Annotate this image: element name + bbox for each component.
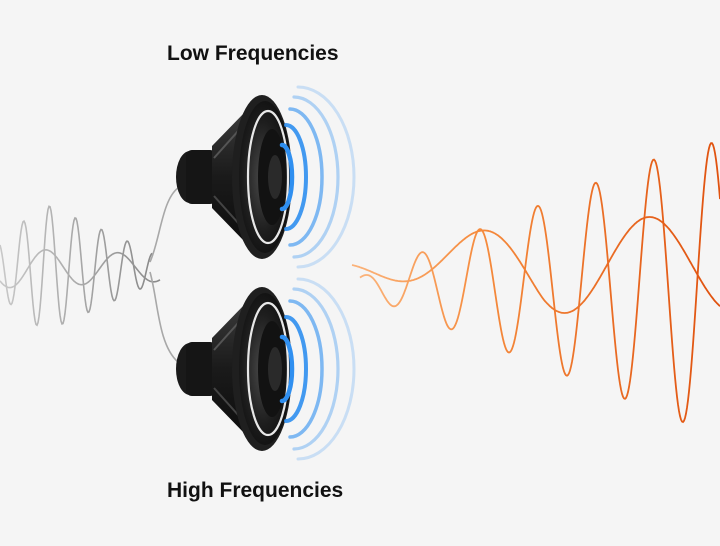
output-low-frequency-wave — [351, 216, 720, 314]
output-high-frequency-wave — [359, 142, 720, 424]
input-low-frequency-wave — [0, 248, 161, 289]
input-high-frequency-wave — [0, 205, 153, 327]
input-waveform — [0, 187, 179, 363]
input-connector-bottom — [149, 271, 179, 363]
input-connector-top — [149, 187, 179, 263]
low-frequencies-label: Low Frequencies — [167, 42, 339, 65]
speaker-icon — [176, 85, 356, 269]
speaker-icon — [176, 277, 356, 461]
sound-waves-icon — [279, 85, 356, 269]
sound-waves-icon — [279, 277, 356, 461]
high-frequencies-label: High Frequencies — [167, 479, 344, 502]
output-waveform — [351, 142, 720, 424]
